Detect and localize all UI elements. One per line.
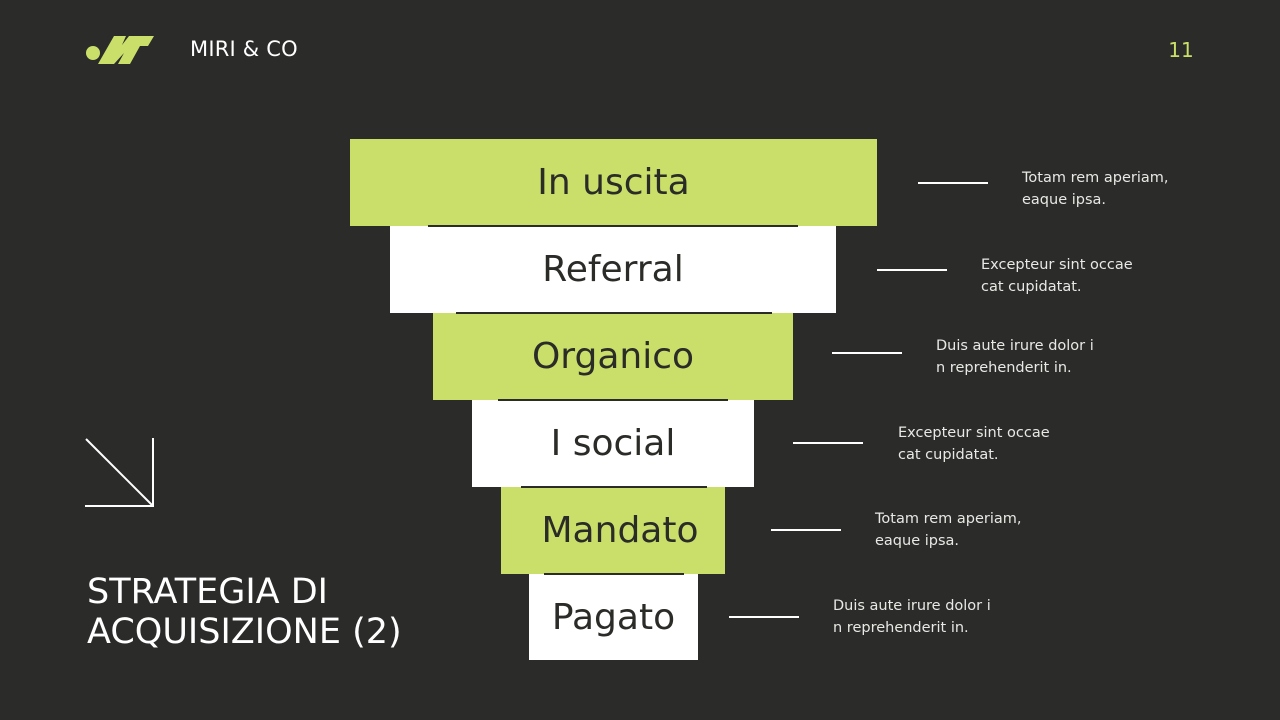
funnel-stage-in-uscita: In uscita xyxy=(350,139,877,226)
funnel-stage-mandato: Mandato xyxy=(501,487,725,574)
slide-title: STRATEGIA DI ACQUISIZIONE (2) xyxy=(87,572,402,652)
funnel-stage-label: In uscita xyxy=(537,162,690,203)
stage-description: Duis aute irure dolor i n reprehenderit … xyxy=(833,598,991,636)
funnel-stage-label: Referral xyxy=(542,249,684,290)
funnel-stage-organico: Organico xyxy=(433,313,793,400)
stage-description: Totam rem aperiam, eaque ipsa. xyxy=(1022,170,1169,208)
connector-line xyxy=(877,269,947,271)
stage-description: Excepteur sint occae cat cupidatat. xyxy=(981,257,1133,295)
funnel-separator xyxy=(428,225,798,227)
connector-line xyxy=(729,616,799,618)
funnel-separator xyxy=(521,486,707,488)
brand-name: MIRI & CO xyxy=(190,37,298,61)
funnel-stage-label: I social xyxy=(550,423,676,464)
funnel-stage-label: Mandato xyxy=(541,510,699,551)
funnel-separator xyxy=(456,312,772,314)
stage-description: Excepteur sint occae cat cupidatat. xyxy=(898,425,1050,463)
brand-logo xyxy=(84,33,156,67)
brand-logo-icon xyxy=(86,36,154,64)
arrow-down-right-icon xyxy=(84,437,156,509)
connector-line xyxy=(832,352,902,354)
connector-line xyxy=(793,442,863,444)
funnel-separator xyxy=(544,573,684,575)
stage-description: Duis aute irure dolor i n reprehenderit … xyxy=(936,338,1094,376)
funnel-stage-label: Organico xyxy=(531,336,695,377)
connector-line xyxy=(918,182,988,184)
connector-line xyxy=(771,529,841,531)
funnel-separator xyxy=(498,399,728,401)
funnel-stage-label: Pagato xyxy=(551,596,676,638)
funnel-stage-pagato: Pagato xyxy=(529,574,698,660)
stage-description: Totam rem aperiam, eaque ipsa. xyxy=(875,511,1022,549)
funnel-stage-i-social: I social xyxy=(472,400,754,487)
funnel-stage-referral: Referral xyxy=(390,226,836,313)
page-number: 11 xyxy=(1168,38,1194,62)
